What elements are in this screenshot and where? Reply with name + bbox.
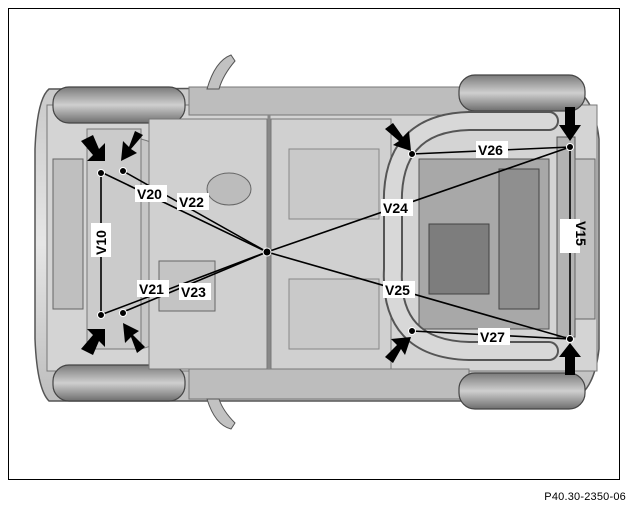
label-v22: V22 <box>177 193 209 210</box>
label-v25-text: V25 <box>385 282 410 298</box>
arrow-rear-bottom-left <box>385 337 411 363</box>
label-v23-text: V23 <box>181 284 206 300</box>
label-v15: V15 <box>560 219 589 253</box>
floor-panels <box>148 115 392 370</box>
label-v27-text: V27 <box>480 329 505 345</box>
label-v20-text: V20 <box>137 186 162 202</box>
label-v10: V10 <box>91 223 111 257</box>
label-v20: V20 <box>135 185 167 202</box>
label-v26: V26 <box>476 141 508 158</box>
label-v25: V25 <box>383 281 415 298</box>
arrow-front-bottom-left <box>81 329 105 355</box>
arrow-rear-top-right <box>559 107 581 141</box>
tires <box>52 74 586 410</box>
arrow-front-top-left <box>81 135 105 161</box>
label-v22-text: V22 <box>179 194 204 210</box>
label-v15-text: V15 <box>573 221 589 246</box>
figure-reference-code: P40.30-2350-06 <box>544 491 626 503</box>
label-v24: V24 <box>381 199 413 216</box>
label-v24-text: V24 <box>383 200 408 216</box>
label-v27: V27 <box>478 328 510 345</box>
diagram-frame: V10 V15 V20 V22 V21 V23 V24 V25 <box>8 8 620 480</box>
arrow-rear-top-left <box>385 123 411 151</box>
label-v21-text: V21 <box>139 281 164 297</box>
measurement-labels: V10 V15 V20 V22 V21 V23 V24 V25 <box>91 141 589 345</box>
vehicle-underbody-diagram: V10 V15 V20 V22 V21 V23 V24 V25 <box>34 54 600 430</box>
measurement-points <box>97 143 574 343</box>
label-v26-text: V26 <box>478 142 503 158</box>
arrow-front-bottom-right <box>123 323 145 353</box>
label-v23: V23 <box>179 283 211 300</box>
arrow-front-top-right <box>121 131 143 161</box>
label-v10-text: V10 <box>93 230 109 255</box>
exhaust-pipe <box>382 111 559 361</box>
label-v21: V21 <box>137 280 169 297</box>
pointer-arrows <box>81 107 581 375</box>
arrow-rear-bottom-right <box>559 343 581 375</box>
